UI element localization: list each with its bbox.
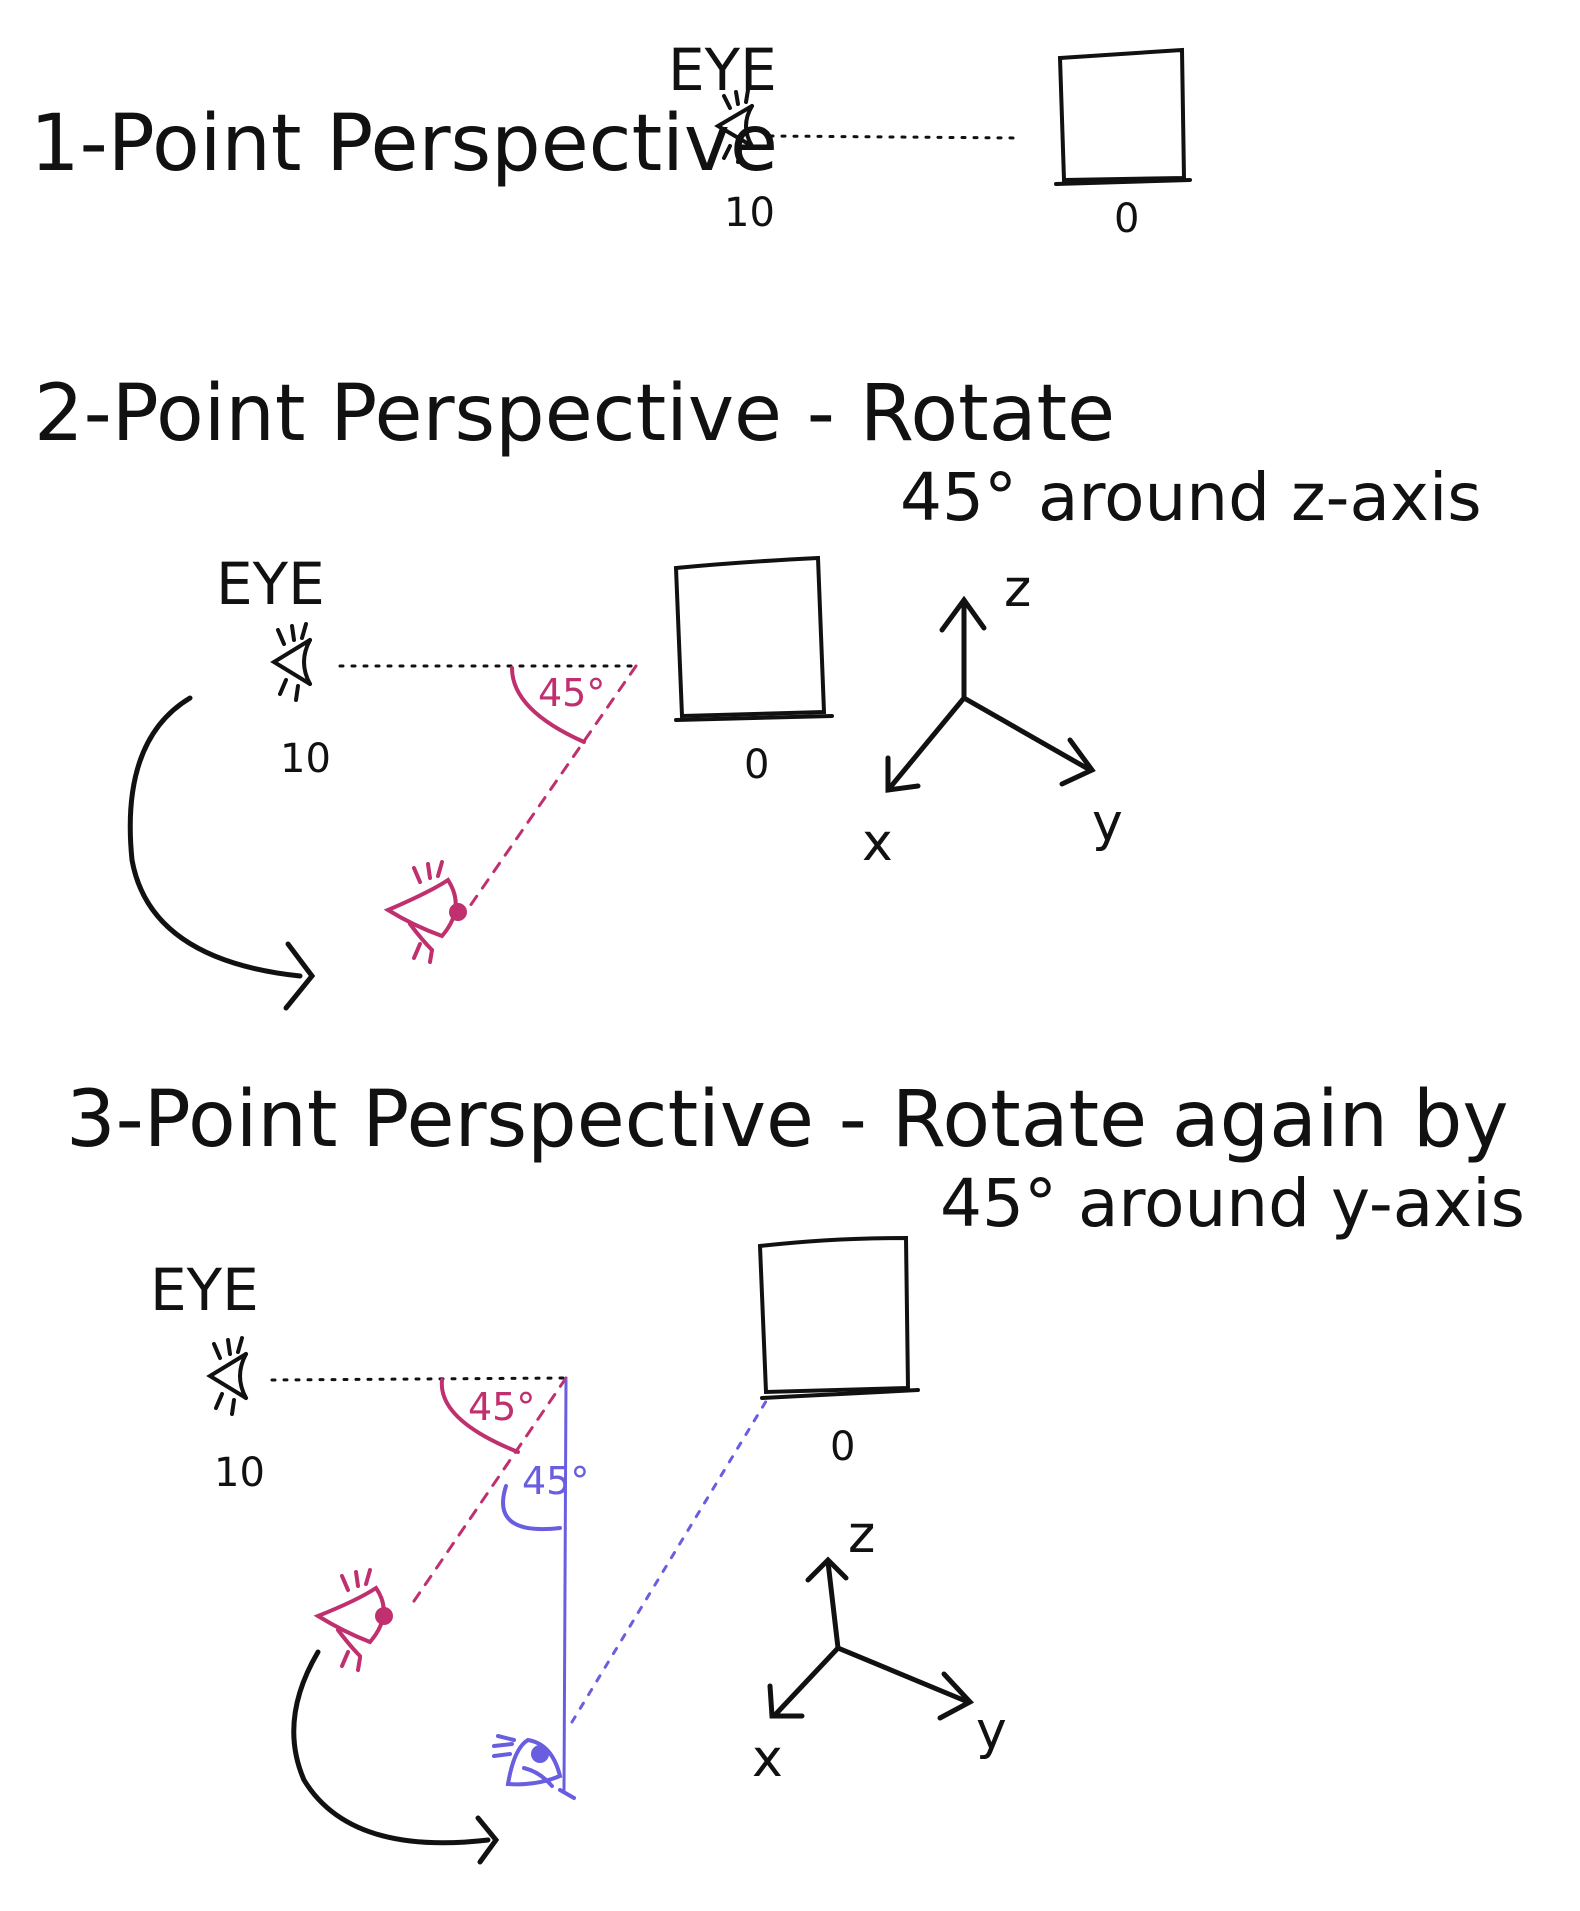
rotation-arrow-head	[283, 941, 316, 1011]
axis-label-z: z	[848, 1505, 875, 1565]
section-1-title: 1-Point Perspective	[30, 99, 778, 189]
section-1-object-distance: 0	[1114, 196, 1139, 242]
rotation-arrow-head	[475, 1815, 500, 1865]
angle-arc	[510, 666, 586, 744]
rotated-eye-icon	[383, 860, 467, 964]
axis-triad	[885, 595, 1096, 793]
axis-label-y: y	[1092, 793, 1123, 853]
new-sight-line	[570, 1396, 770, 1724]
section-1: 1-Point Perspective EYE 10 0	[30, 36, 1192, 242]
section-2-subtitle: 45° around z-axis	[900, 459, 1482, 536]
cube-square	[1054, 47, 1192, 186]
section-2-eye-label: EYE	[216, 550, 325, 618]
axis-label-x: x	[752, 1729, 783, 1789]
rotated-eye-icon-violet	[492, 1734, 576, 1800]
vertical-sight-line	[562, 1378, 568, 1792]
section-3-angle-label-1: 45°	[468, 1385, 535, 1429]
section-3-object-distance: 0	[830, 1424, 855, 1470]
section-2-eye-distance: 10	[280, 736, 331, 782]
section-1-eye-label: EYE	[668, 36, 777, 104]
section-2-title: 2-Point Perspective - Rotate	[34, 369, 1115, 459]
axis-label-x: x	[862, 813, 893, 873]
cube-square	[673, 555, 834, 722]
rotated-sight-line	[468, 664, 638, 908]
rotated-eye-icon	[313, 1568, 393, 1672]
sight-line	[768, 134, 1022, 140]
section-2: 2-Point Perspective - Rotate 45° around …	[34, 369, 1482, 1011]
eye-icon	[270, 622, 312, 702]
section-3-angle-label-2: 45°	[522, 1459, 589, 1503]
cube-square	[757, 1235, 920, 1400]
section-3: 3-Point Perspective - Rotate again by 45…	[66, 1075, 1525, 1865]
eye-icon	[206, 1336, 248, 1416]
section-3-subtitle: 45° around y-axis	[940, 1165, 1525, 1242]
axis-label-z: z	[1004, 559, 1031, 619]
section-3-eye-distance: 10	[214, 1450, 265, 1496]
section-2-angle-label: 45°	[538, 671, 605, 715]
section-2-object-distance: 0	[744, 742, 769, 788]
axis-triad	[767, 1556, 975, 1721]
section-1-eye-distance: 10	[724, 190, 775, 236]
axis-label-y: y	[976, 1701, 1007, 1761]
section-3-eye-label: EYE	[150, 1256, 259, 1324]
section-3-title: 3-Point Perspective - Rotate again by	[66, 1075, 1509, 1165]
eye-icon	[714, 88, 754, 164]
angle-arc-violet	[501, 1484, 562, 1531]
rotated-sight-line	[410, 1376, 568, 1606]
angle-arc	[439, 1378, 520, 1454]
sight-line	[270, 1376, 568, 1382]
rotation-arrow	[127, 695, 303, 979]
rotation-arrow	[291, 1649, 491, 1846]
